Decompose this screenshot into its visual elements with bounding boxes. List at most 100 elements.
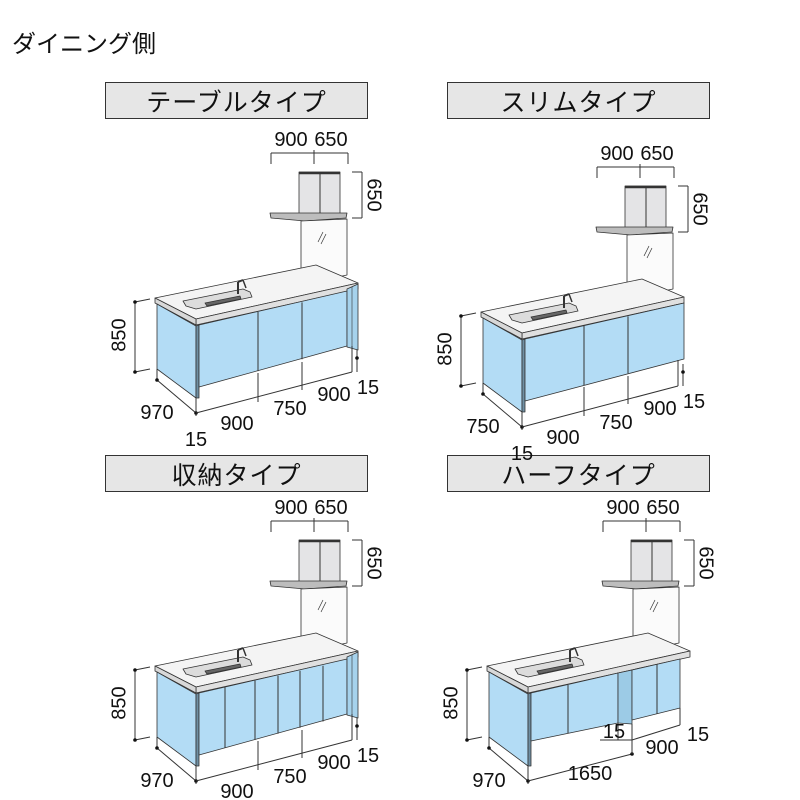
faucet xyxy=(574,647,579,657)
width-dimension-line xyxy=(195,371,353,414)
right-end-panel xyxy=(346,651,359,719)
glass-reflection xyxy=(643,245,650,257)
left-end-edge xyxy=(195,324,200,399)
hood-width-b-label: 650 xyxy=(646,497,679,519)
faucet xyxy=(563,293,570,297)
sink-drain-rack xyxy=(204,295,242,307)
dimension-end-dot xyxy=(155,378,159,382)
glass-reflection xyxy=(320,601,327,613)
glass-reflection xyxy=(317,599,324,611)
hood-height-label: 650 xyxy=(363,178,385,211)
depth-label: 970 xyxy=(140,402,173,424)
dimension-end-dot xyxy=(459,314,463,318)
dimension-end-dot xyxy=(133,668,137,672)
hood-width-a-label: 900 xyxy=(600,143,633,165)
dimension-end-dot xyxy=(526,779,530,783)
width-label: 900 xyxy=(643,398,676,420)
dimension-tick xyxy=(134,298,151,303)
width-label: 750 xyxy=(599,412,632,434)
width-dimension-line xyxy=(195,739,353,782)
width-label: 900 xyxy=(317,384,350,406)
hood-height-label: 650 xyxy=(363,546,385,579)
right-end-panel xyxy=(346,283,359,351)
glass-reflection xyxy=(646,247,653,259)
width-label: 750 xyxy=(273,398,306,420)
sink xyxy=(508,302,579,324)
counter-height-label: 850 xyxy=(108,686,130,719)
dimension-end-dot xyxy=(630,752,634,756)
countertop-side-edge xyxy=(480,311,523,340)
countertop-side-edge xyxy=(154,665,197,694)
width-label: 1650 xyxy=(568,763,613,785)
sink-drain-rack xyxy=(530,309,568,321)
page-title: ダイニング側 xyxy=(12,30,156,58)
glass-reflection xyxy=(649,599,656,611)
left-end-edge xyxy=(527,692,532,767)
dimension-end-dot xyxy=(133,370,137,374)
dimension-end-dot xyxy=(681,370,685,374)
right-gap-label: 15 xyxy=(683,391,705,413)
faucet xyxy=(237,279,244,283)
hood-shelf xyxy=(269,580,348,590)
depth-dimension-line xyxy=(156,379,197,414)
faucet xyxy=(237,647,244,651)
depth-label: 970 xyxy=(140,770,173,792)
dimension-tick xyxy=(466,666,483,671)
depth-label: 750 xyxy=(466,416,499,438)
width-label: 900 xyxy=(546,427,579,449)
countertop-side-edge xyxy=(154,297,197,326)
dimension-end-dot xyxy=(155,746,159,750)
panel-half: 9006506508509701516509001515 xyxy=(440,497,716,800)
dimension-tick xyxy=(460,312,477,317)
left-end-edge xyxy=(521,338,526,413)
dimension-end-dot xyxy=(481,392,485,396)
width-dimension-line xyxy=(527,753,633,782)
left-end-edge xyxy=(195,692,200,767)
panel-title-storage: 収納タイプ xyxy=(105,455,368,492)
panel-title-slim: スリムタイプ xyxy=(447,82,710,119)
dimension-end-dot xyxy=(355,724,359,728)
dimension-end-dot xyxy=(465,738,469,742)
dimension-tick xyxy=(466,736,483,741)
countertop-side-edge xyxy=(486,665,529,694)
counter-height-label: 850 xyxy=(108,318,130,351)
hood-width-b-label: 650 xyxy=(314,497,347,519)
glass-reflection xyxy=(320,233,327,245)
faucet xyxy=(569,647,576,651)
dimension-tick xyxy=(134,666,151,671)
left-gap-label: 15 xyxy=(511,443,533,465)
depth-label: 970 xyxy=(472,770,505,792)
width-label: 750 xyxy=(273,766,306,788)
dimension-end-dot xyxy=(133,738,137,742)
dimension-end-dot xyxy=(194,779,198,783)
depth-dimension-line xyxy=(156,747,197,782)
right-gap-label: 15 xyxy=(357,377,379,399)
dimension-end-dot xyxy=(487,746,491,750)
right-gap-label: 15 xyxy=(357,745,379,767)
faucet xyxy=(242,279,247,289)
sink xyxy=(182,288,253,310)
width-dimension-line xyxy=(631,724,681,741)
counter-height-label: 850 xyxy=(440,686,462,719)
dimension-tick xyxy=(134,736,151,741)
sink xyxy=(182,656,253,678)
faucet xyxy=(568,293,573,303)
hood-width-a-label: 900 xyxy=(274,129,307,151)
hood-height-label: 650 xyxy=(695,546,717,579)
glass-reflection xyxy=(317,231,324,243)
hood-shelf xyxy=(595,226,674,236)
hood-shelf xyxy=(601,580,680,590)
dimension-tick xyxy=(460,382,477,387)
width-label: 900 xyxy=(220,413,253,435)
half-cabinet-front xyxy=(631,658,681,721)
width-label: 900 xyxy=(220,781,253,800)
hood-shelf xyxy=(269,212,348,222)
width-label: 900 xyxy=(645,737,678,759)
dimension-end-dot xyxy=(355,356,359,360)
left-gap-label: 15 xyxy=(185,429,207,451)
right-gap-label: 15 xyxy=(687,724,709,746)
glass-reflection xyxy=(652,601,659,613)
middle-gap-label: 15 xyxy=(603,721,625,743)
